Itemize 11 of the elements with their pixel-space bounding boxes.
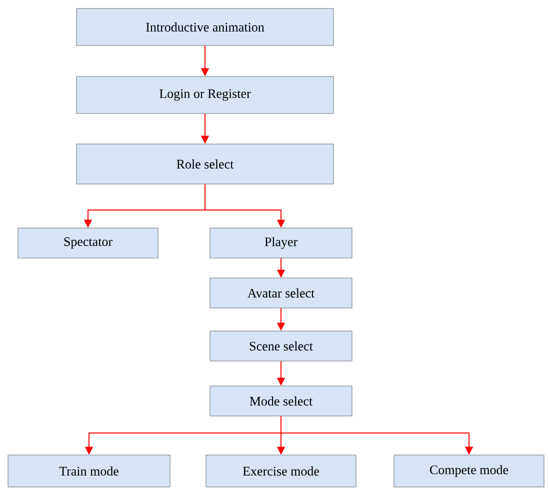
process-box: Role select xyxy=(76,144,334,184)
process-box: Mode select xyxy=(210,386,352,416)
process-box: Login or Register xyxy=(76,76,334,114)
process-box: Avatar select xyxy=(210,278,352,308)
process-box: Compete mode xyxy=(394,454,544,488)
process-box: Train mode xyxy=(8,454,170,488)
process-box: Scene select xyxy=(210,330,352,362)
process-box: Exercise mode xyxy=(206,454,356,488)
process-box: Introductive animation xyxy=(76,8,334,46)
process-box: Spectator xyxy=(18,228,158,258)
process-box: Player xyxy=(210,228,352,258)
